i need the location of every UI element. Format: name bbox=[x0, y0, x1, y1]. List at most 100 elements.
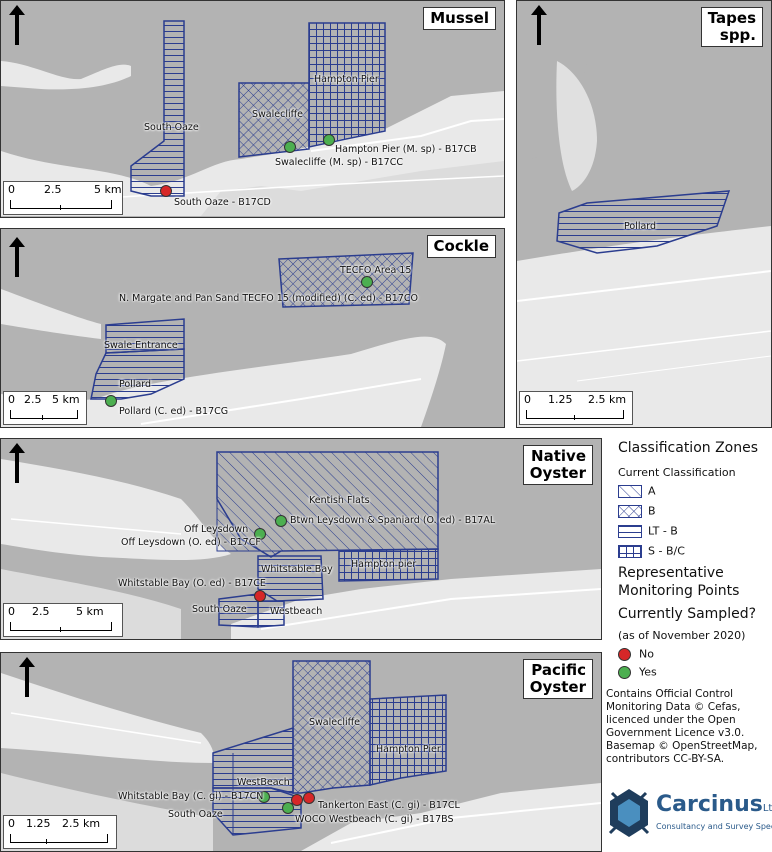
cockle-map bbox=[1, 252, 446, 427]
point-tankerton-east-2 bbox=[303, 792, 315, 804]
point-label: Whitstable Bay (C. gi) - B17CN bbox=[118, 791, 264, 802]
point-label: Pollard (C. ed) - B17CG bbox=[119, 406, 229, 417]
crab-logo-icon bbox=[606, 785, 652, 841]
zone-label: Pollard bbox=[624, 221, 657, 232]
zone-label: Swalecliffe bbox=[309, 717, 360, 728]
north-arrow-icon bbox=[9, 5, 25, 45]
point-south-oaze bbox=[160, 185, 172, 197]
point-label: Hampton Pier (M. sp) - B17CB bbox=[335, 144, 477, 155]
north-arrow-icon bbox=[531, 5, 547, 45]
zone-westbeach bbox=[257, 600, 285, 628]
zone-label: TECFO Area 15 bbox=[340, 265, 412, 276]
zone-south-oaze bbox=[212, 787, 302, 836]
point-label: Whitstable Bay (O. ed) - B17CE bbox=[118, 578, 266, 589]
legend-title: Classification Zones bbox=[618, 440, 759, 456]
legend-item-s-bc: S - B/C bbox=[618, 544, 685, 560]
north-arrow-icon bbox=[9, 237, 25, 277]
green-dot-icon bbox=[618, 665, 631, 679]
point-label: Swalecliffe (M. sp) - B17CC bbox=[275, 157, 403, 168]
zone-label: South Oaze bbox=[144, 122, 199, 133]
point-pollard bbox=[105, 395, 117, 407]
red-dot-icon bbox=[618, 647, 631, 661]
north-arrow-icon bbox=[9, 443, 25, 483]
zone-label: Hampton Pier bbox=[314, 74, 379, 85]
point-woco-westbeach bbox=[282, 802, 294, 814]
zone-label: Kentish Flats bbox=[309, 495, 370, 506]
point-swalecliffe bbox=[284, 141, 296, 153]
zone-label: Westbeach bbox=[270, 606, 323, 617]
pattern-diag-icon bbox=[618, 484, 642, 498]
legend-item-yes: Yes bbox=[618, 665, 657, 681]
point-tecfo bbox=[361, 276, 373, 288]
zone-hampton-pier bbox=[369, 694, 447, 786]
zone-swalecliffe bbox=[238, 82, 310, 158]
panel-title: Cockle bbox=[426, 235, 496, 258]
zone-label: Off Leysdown bbox=[184, 524, 249, 535]
cockle-map-panel[interactable]: TECFO Area 15 Swale Entrance Pollard N. … bbox=[0, 228, 505, 428]
native-oyster-map-panel[interactable]: Kentish Flats Off Leysdown Whitstable Ba… bbox=[0, 438, 602, 640]
mussel-map bbox=[1, 20, 504, 216]
point-label: Off Leysdown (O. ed) - B17CF bbox=[121, 537, 261, 548]
point-label: South Oaze - B17CD bbox=[174, 197, 271, 208]
point-tankerton-east-1 bbox=[291, 794, 303, 806]
point-label: WOCO Westbeach (C. gi) - B17BS bbox=[295, 814, 454, 825]
zone-label: WestBeach bbox=[237, 777, 290, 788]
logo-tagline: Consultancy and Survey Specialists bbox=[656, 822, 772, 831]
legend-as-of: (as of November 2020) bbox=[618, 629, 746, 642]
point-btwn-leysdown bbox=[275, 515, 287, 527]
zone-label: Swale Entrance bbox=[104, 340, 178, 351]
tapes-map bbox=[517, 1, 771, 427]
mussel-map-panel[interactable]: South Oaze Swalecliffe Hampton Pier Sout… bbox=[0, 0, 505, 218]
zone-label: Hampton pier bbox=[351, 559, 417, 570]
point-label: N. Margate and Pan Sand TECFO 15 (modifi… bbox=[119, 293, 419, 304]
legend-item-b: B bbox=[618, 504, 656, 520]
zone-south-oaze bbox=[130, 20, 185, 197]
zone-hampton-pier bbox=[308, 22, 386, 148]
logo-name: CarcinusLtd bbox=[656, 792, 772, 817]
carcinus-logo: CarcinusLtd Consultancy and Survey Speci… bbox=[604, 778, 772, 848]
zone-pollard bbox=[90, 348, 185, 400]
point-label: Btwn Leysdown & Spaniard (O. ed) - B17AL bbox=[290, 515, 496, 526]
pattern-cross-icon bbox=[618, 504, 642, 518]
legend: Classification Zones Current Classificat… bbox=[606, 430, 772, 850]
point-off-leysdown bbox=[254, 528, 266, 540]
zone-off-leysdown bbox=[216, 497, 283, 558]
pattern-horiz-icon bbox=[618, 524, 642, 538]
zone-hampton-pier bbox=[338, 548, 439, 582]
zone-label: South Oaze bbox=[168, 809, 223, 820]
point-hampton-pier bbox=[323, 134, 335, 146]
legend-subtitle: Current Classification bbox=[618, 466, 736, 479]
point-whitstable-bay bbox=[258, 791, 270, 803]
zone-tecfo-area-15 bbox=[278, 252, 414, 308]
zone-whitstable-bay bbox=[257, 555, 324, 602]
pacific-oyster-map-panel[interactable]: Swalecliffe Hampton Pier WestBeach South… bbox=[0, 652, 602, 852]
legend-item-no: No bbox=[618, 647, 654, 663]
pacific-oyster-map bbox=[1, 660, 601, 851]
native-oyster-map bbox=[1, 451, 601, 639]
point-label: Tankerton East (C. gi) - B17CL bbox=[318, 800, 460, 811]
zone-pollard bbox=[556, 190, 731, 254]
legend-item-a: A bbox=[618, 484, 656, 500]
zone-label: Hampton Pier bbox=[376, 744, 441, 755]
zone-label: Pollard bbox=[119, 379, 152, 390]
zone-label: Whitstable Bay bbox=[261, 564, 333, 575]
north-arrow-icon bbox=[19, 657, 35, 697]
legend-item-lt-b: LT - B bbox=[618, 524, 678, 540]
point-whitstable-bay bbox=[254, 590, 266, 602]
panel-title: Mussel bbox=[423, 7, 496, 30]
credits-text: Contains Official Control Monitoring Dat… bbox=[606, 688, 758, 765]
legend-sampled-question: Currently Sampled? bbox=[618, 606, 757, 622]
zone-label: Swalecliffe bbox=[252, 109, 303, 120]
pattern-grid-icon bbox=[618, 544, 642, 558]
zone-label: South Oaze bbox=[192, 604, 247, 615]
